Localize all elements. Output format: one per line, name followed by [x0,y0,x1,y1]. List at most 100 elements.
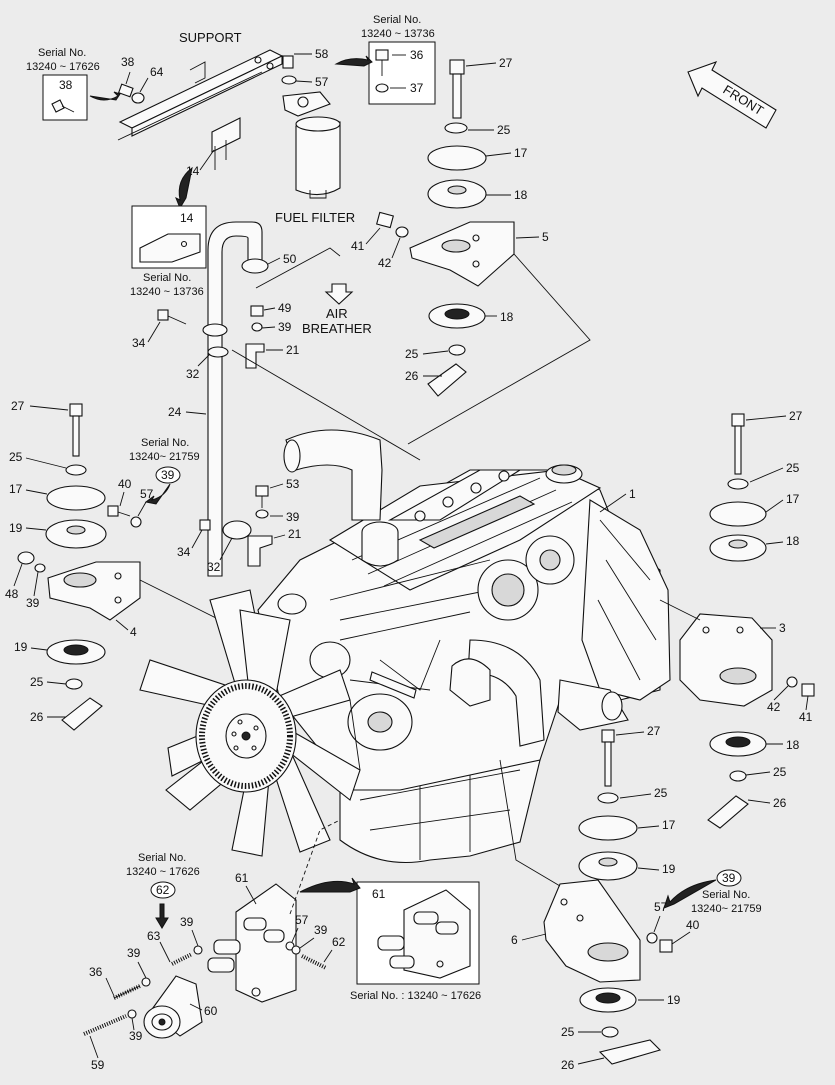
callout-64: 64 [150,65,164,79]
callout-34: 34 [132,336,146,350]
serial-title: Serial No. [141,437,189,449]
callout-39: 39 [286,510,300,524]
serial-range: 13240 ~ 17626 [26,61,100,73]
bolt-40-washer-57 [107,505,142,528]
callout-39: 39 [129,1029,143,1043]
tensioner-bracket-61 [207,883,297,1003]
callout-50: 50 [283,252,297,266]
callout-48: 48 [5,587,19,601]
callout-41: 41 [799,710,813,724]
callout-39: 39 [722,871,736,885]
callout-32: 32 [207,560,221,574]
callout-25: 25 [497,123,511,137]
callout-19: 19 [667,993,681,1007]
callout-61: 61 [372,887,386,901]
callout-18: 18 [500,310,514,324]
callout-26: 26 [561,1058,575,1072]
callout-62: 62 [332,935,346,949]
breather-hose-24 [202,221,269,577]
serial-title: Serial No. [38,47,86,59]
air-label: AIR [326,306,348,321]
cooling-fan [139,589,361,857]
callout-27: 27 [11,399,25,413]
callout-57: 57 [654,900,668,914]
callout-53: 53 [286,477,300,491]
tensioner-pulley-60 [143,975,203,1039]
support-beam [117,49,284,170]
mount-stack-6 [543,729,673,1065]
serial-title: Serial No. [143,272,191,284]
front-arrow: FRONT [687,61,777,129]
callout-58: 58 [315,47,329,61]
callout-25: 25 [405,347,419,361]
serial-note-39-right: 39 Serial No. 13240~ 21759 [663,869,762,915]
callout-39: 39 [180,915,194,929]
fuel-filter-label: FUEL FILTER [275,210,355,225]
serial-range: 13240~ 21759 [691,903,762,915]
bracket-21-lower [199,485,273,567]
engine-assembly-1 [257,429,671,863]
callout-39: 39 [314,923,328,937]
callout-38: 38 [59,78,73,92]
callout-17: 17 [786,492,800,506]
serial-range: 13240 ~ 17626 [126,866,200,878]
callout-49: 49 [278,301,292,315]
callout-5: 5 [542,230,549,244]
callout-27: 27 [499,56,513,70]
callout-41: 41 [351,239,365,253]
callout-3: 3 [779,621,786,635]
callout-25: 25 [9,450,23,464]
serial-note-62: Serial No. 13240 ~ 17626 62 [126,852,200,929]
callout-17: 17 [9,482,23,496]
callout-4: 4 [130,625,137,639]
callout-17: 17 [662,818,676,832]
serial-title: Serial No. [373,14,421,26]
callout-32: 32 [186,367,200,381]
serial-box-36-37: Serial No. 13240 ~ 13736 36 37 [334,14,436,105]
callout-27: 27 [647,724,661,738]
bolt-38-washer-64 [117,71,149,104]
callout-24: 24 [168,405,182,419]
callout-19: 19 [9,521,23,535]
callout-27: 27 [789,409,803,423]
callout-26: 26 [773,796,787,810]
callout-42: 42 [378,256,392,270]
callout-39: 39 [26,596,40,610]
callout-61: 61 [235,871,249,885]
callout-36: 36 [89,965,103,979]
serial-range: 13240 ~ 13736 [130,286,204,298]
callout-59: 59 [91,1058,105,1072]
bolts-36-59-63-62 [83,941,327,1036]
mount-stack-4 [17,403,141,731]
callout-21: 21 [286,343,300,357]
callout-25: 25 [561,1025,575,1039]
callout-18: 18 [514,188,528,202]
callout-57: 57 [295,913,309,927]
callout-40: 40 [118,477,132,491]
callout-42: 42 [767,700,781,714]
callout-19: 19 [14,640,28,654]
callout-60: 60 [204,1004,218,1018]
serial-title: Serial No. [138,852,186,864]
callout-1: 1 [629,487,636,501]
callout-26: 26 [30,710,44,724]
callout-39: 39 [278,320,292,334]
serial-range: 13240~ 21759 [129,451,200,463]
callout-57: 57 [140,487,154,501]
callout-39: 39 [127,946,141,960]
callout-57: 57 [315,75,329,89]
serial-title: Serial No. [702,889,750,901]
bracket-21-top [245,305,265,369]
support-heading: SUPPORT [179,30,242,45]
callout-18: 18 [786,534,800,548]
serial-note-39-left: Serial No. 13240~ 21759 39 [129,437,200,505]
callout-39: 39 [161,468,175,482]
serial-box-14: 14 Serial No. 13240 ~ 13736 [130,205,207,298]
callout-14: 14 [180,211,194,225]
callout-21: 21 [288,527,302,541]
callout-62: 62 [156,883,170,897]
callout-25: 25 [654,786,668,800]
callout-36: 36 [410,48,424,62]
